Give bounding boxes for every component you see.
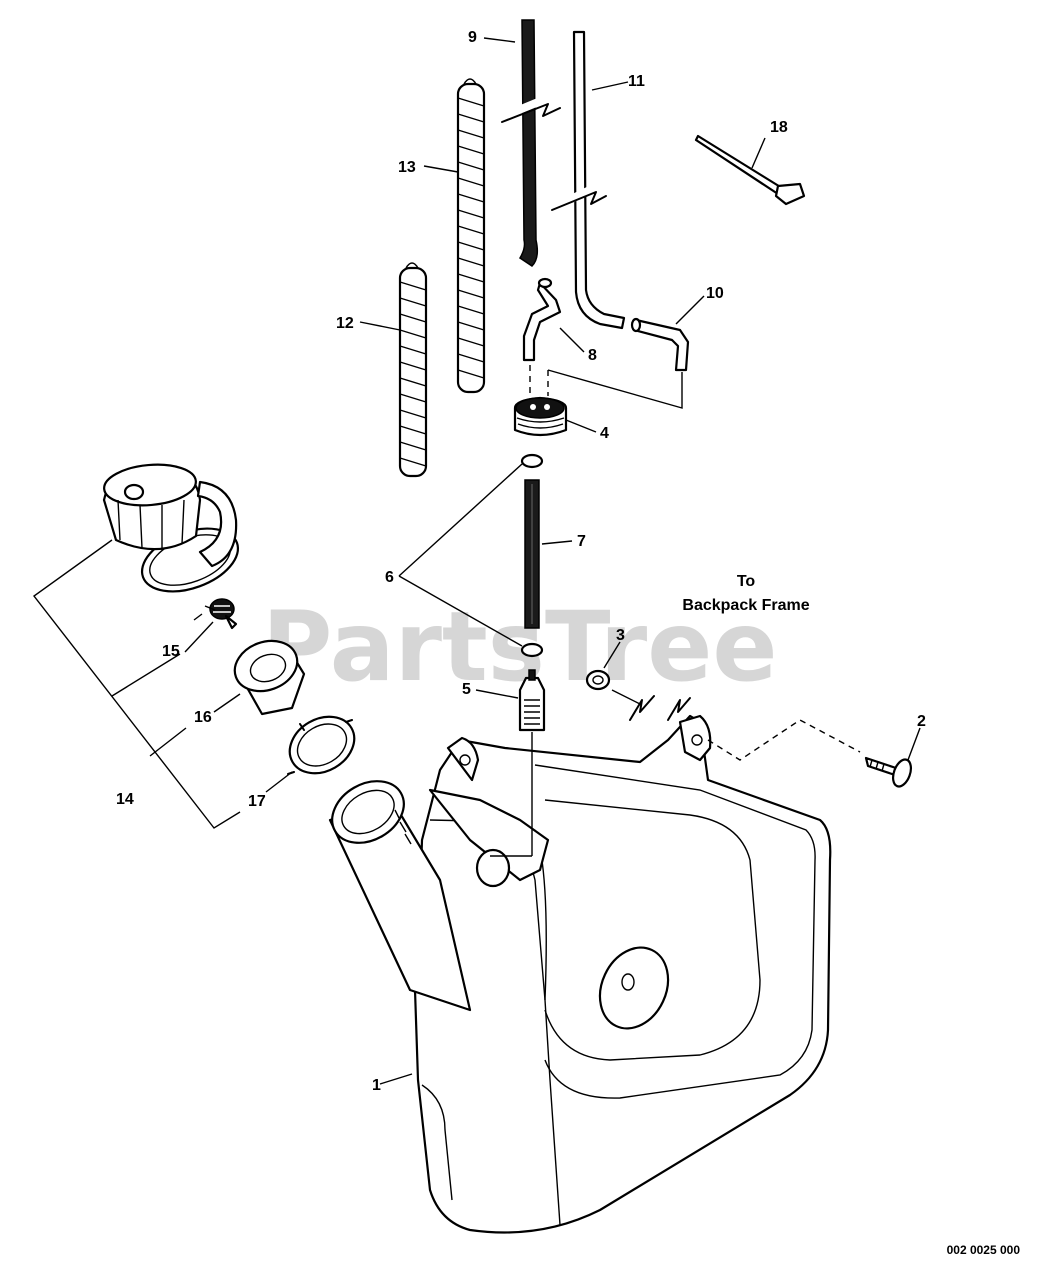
part-number-9: 9 [468,29,477,46]
backpack-frame-callout: To Backpack Frame [682,573,809,614]
spiral-wrap-long-drawing [456,78,486,394]
fuel-filter-drawing [518,669,546,732]
fuel-line-drawing [524,479,540,629]
screw-drawing [864,756,913,788]
cable-tie-drawing [694,134,806,206]
fuel-hose-drawing [501,19,561,267]
o-ring-drawing [520,453,544,658]
leader-lines [33,37,921,1085]
return-elbow-drawing [630,317,690,372]
part-number-12: 12 [336,315,354,332]
grommet-drawing [513,396,568,437]
part-number-2: 2 [917,713,926,730]
part-number-10: 10 [706,285,724,302]
callout-line-1: To [737,573,756,590]
vent-valve-drawing [209,598,238,630]
vent-line-drawing [551,30,626,330]
part-number-7: 7 [577,533,586,550]
watermark: PartsTree [262,591,777,703]
retainer-drawing [233,639,306,716]
reference-number: 002 0025 000 [947,1243,1021,1257]
part-number-18: 18 [770,119,788,136]
part-number-13: 13 [398,159,416,176]
part-number-3: 3 [616,627,625,644]
elbow-fitting-drawing [522,277,562,362]
fuel-cap-drawing [102,463,240,593]
part-number-16: 16 [194,709,212,726]
part-number-17: 17 [248,793,266,810]
part-number-11: 11 [628,73,645,90]
fuel-tank-drawing [328,714,832,1234]
part-number-1: 1 [372,1077,381,1094]
part-number-4: 4 [600,425,609,442]
spiral-wrap-short-drawing [398,262,428,478]
nut-drawing [585,669,611,691]
part-number-15: 15 [162,643,180,660]
assembly-lines [193,365,861,857]
part-number-8: 8 [588,347,597,364]
callout-line-2: Backpack Frame [682,597,809,614]
part-numbers: 1 2 3 4 5 6 7 8 9 10 11 12 13 14 15 16 1… [116,29,926,1094]
part-number-14: 14 [116,791,134,808]
gasket-drawing [287,715,356,775]
part-number-6: 6 [385,569,394,586]
part-number-5: 5 [462,681,471,698]
